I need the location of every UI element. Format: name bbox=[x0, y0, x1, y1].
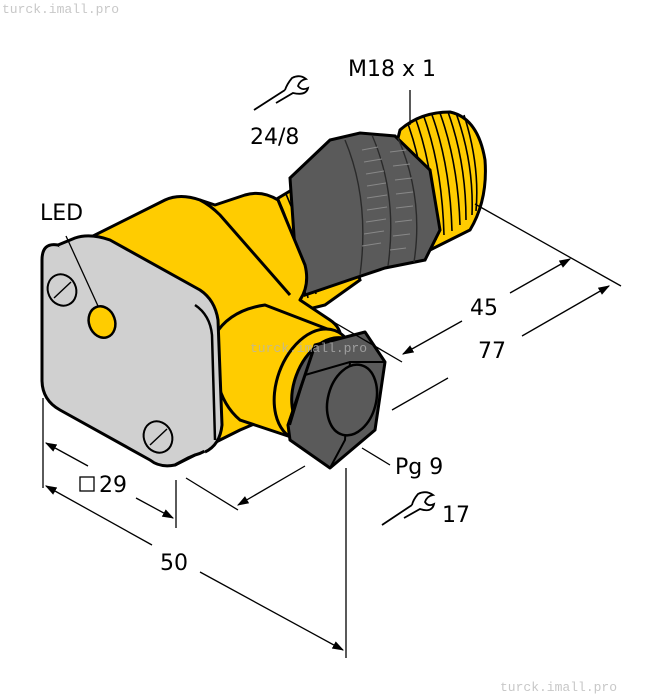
led-label: LED bbox=[40, 201, 83, 226]
gland-label: Pg 9 bbox=[395, 455, 443, 480]
gland-wrench-size-label: 17 bbox=[442, 503, 470, 528]
cable-gland-pg9 bbox=[286, 330, 387, 470]
face-plate bbox=[40, 234, 224, 468]
screw-bottom-right bbox=[142, 420, 174, 454]
square-symbol bbox=[79, 476, 95, 492]
total-length-label: 77 bbox=[478, 339, 506, 364]
lock-nut bbox=[288, 131, 442, 297]
dim-77-arrow-right bbox=[521, 285, 611, 337]
screw-top-left bbox=[46, 273, 78, 307]
thread-label: M18 x 1 bbox=[348, 57, 436, 82]
watermark-top: turck.imall.pro bbox=[2, 2, 120, 17]
dim-29-arrow-left bbox=[44, 442, 89, 467]
ext-line-nut-front bbox=[324, 316, 403, 363]
watermark-middle: turck.imall.pro bbox=[250, 341, 368, 356]
total-width-label: 50 bbox=[160, 551, 188, 576]
wrench-icon-nut bbox=[253, 75, 310, 111]
dim-45-arrow-right bbox=[509, 258, 572, 294]
dim-45-arrow-left bbox=[401, 320, 463, 355]
nut-wrench-size-label: 24/8 bbox=[250, 125, 299, 150]
face-size-label: 29 bbox=[99, 473, 127, 498]
ext-line-body-front bbox=[185, 477, 239, 511]
dim-50-arrow-left bbox=[44, 485, 153, 546]
dim-77-arrow-left bbox=[236, 465, 306, 506]
barrel-length-label: 45 bbox=[470, 296, 498, 321]
wrench-icon-gland bbox=[381, 491, 436, 526]
gland-leader bbox=[361, 447, 391, 466]
dim-77-line-mid bbox=[391, 377, 449, 411]
watermark-bottom: turck.imall.pro bbox=[500, 680, 618, 695]
led-indicator bbox=[65, 235, 117, 339]
dim-29-arrow-right bbox=[135, 497, 175, 519]
ext-line-thread-end bbox=[474, 203, 622, 287]
dim-50-arrow-right bbox=[199, 571, 345, 651]
